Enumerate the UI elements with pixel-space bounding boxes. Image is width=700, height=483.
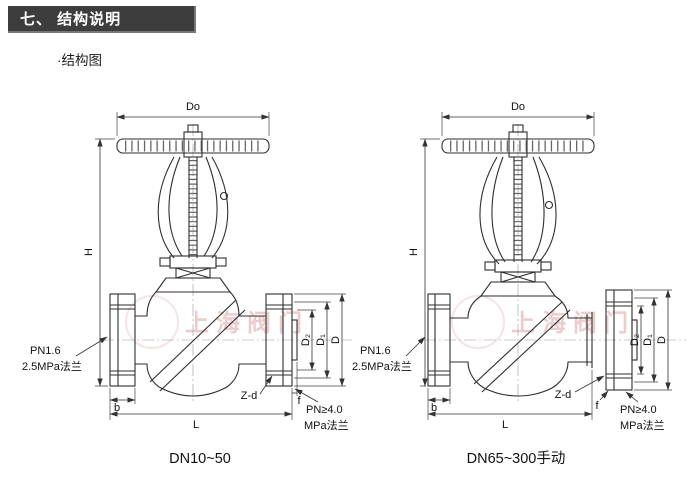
- callout-pn40-left-1: PN≥4.0: [306, 404, 343, 416]
- watermark-text-left: 上海阀门: [185, 309, 309, 337]
- callout-pn40-right-1: PN≥4.0: [620, 404, 657, 416]
- dim-label-do-right: Do: [511, 101, 525, 113]
- callout-pn16-left-1: PN1.6: [30, 345, 61, 357]
- subtitle: ·结构图: [57, 53, 102, 68]
- dim-label-d-right: D: [656, 336, 668, 344]
- dim-label-d-left: D: [330, 336, 342, 344]
- watermark-text-right: 上海阀门: [511, 309, 635, 337]
- dim-label-f-left: f: [297, 395, 301, 407]
- callout-pn40-left-2: MPa法兰: [304, 418, 349, 432]
- dim-label-do-left: Do: [186, 101, 200, 113]
- callout-pn16-left-2: 2.5MPa法兰: [22, 359, 82, 373]
- dim-label-h-right: H: [408, 248, 420, 256]
- callout-zd-right: Z-d: [555, 389, 572, 401]
- callout-pn16-right-2: 2.5MPa法兰: [352, 359, 412, 373]
- dim-label-l-left: L: [193, 419, 199, 431]
- dim-label-d1-left: D₁: [315, 334, 327, 346]
- callout-pn16-right-1: PN1.6: [360, 345, 391, 357]
- section-header: 七、 结构说明: [8, 6, 196, 33]
- callout-zd-left: Z-d: [241, 390, 258, 402]
- dim-label-b-left: b: [114, 402, 120, 414]
- right-valve-drawing: Do H D₂ D₁ D L b f Z-d: [352, 101, 686, 467]
- caption-left-valve: DN10~50: [169, 451, 231, 467]
- callout-pn40-right-2: MPa法兰: [620, 418, 665, 432]
- dim-label-d2-left: D₂: [300, 334, 312, 346]
- left-valve-drawing: Do H D₂ D₁ D L b f Z: [22, 101, 352, 467]
- dim-label-l-right: L: [502, 419, 508, 431]
- dim-label-f-right: f: [595, 400, 599, 412]
- yoke-bolt-icon: [544, 200, 554, 210]
- caption-right-valve: DN65~300手动: [467, 450, 566, 467]
- dim-label-h-left: H: [83, 248, 95, 256]
- dim-label-d1-right: D₁: [642, 334, 654, 346]
- dim-label-b-right: b: [431, 402, 437, 414]
- yoke-bolt-icon: [219, 191, 229, 201]
- dim-label-d2-right: D₂: [629, 334, 641, 346]
